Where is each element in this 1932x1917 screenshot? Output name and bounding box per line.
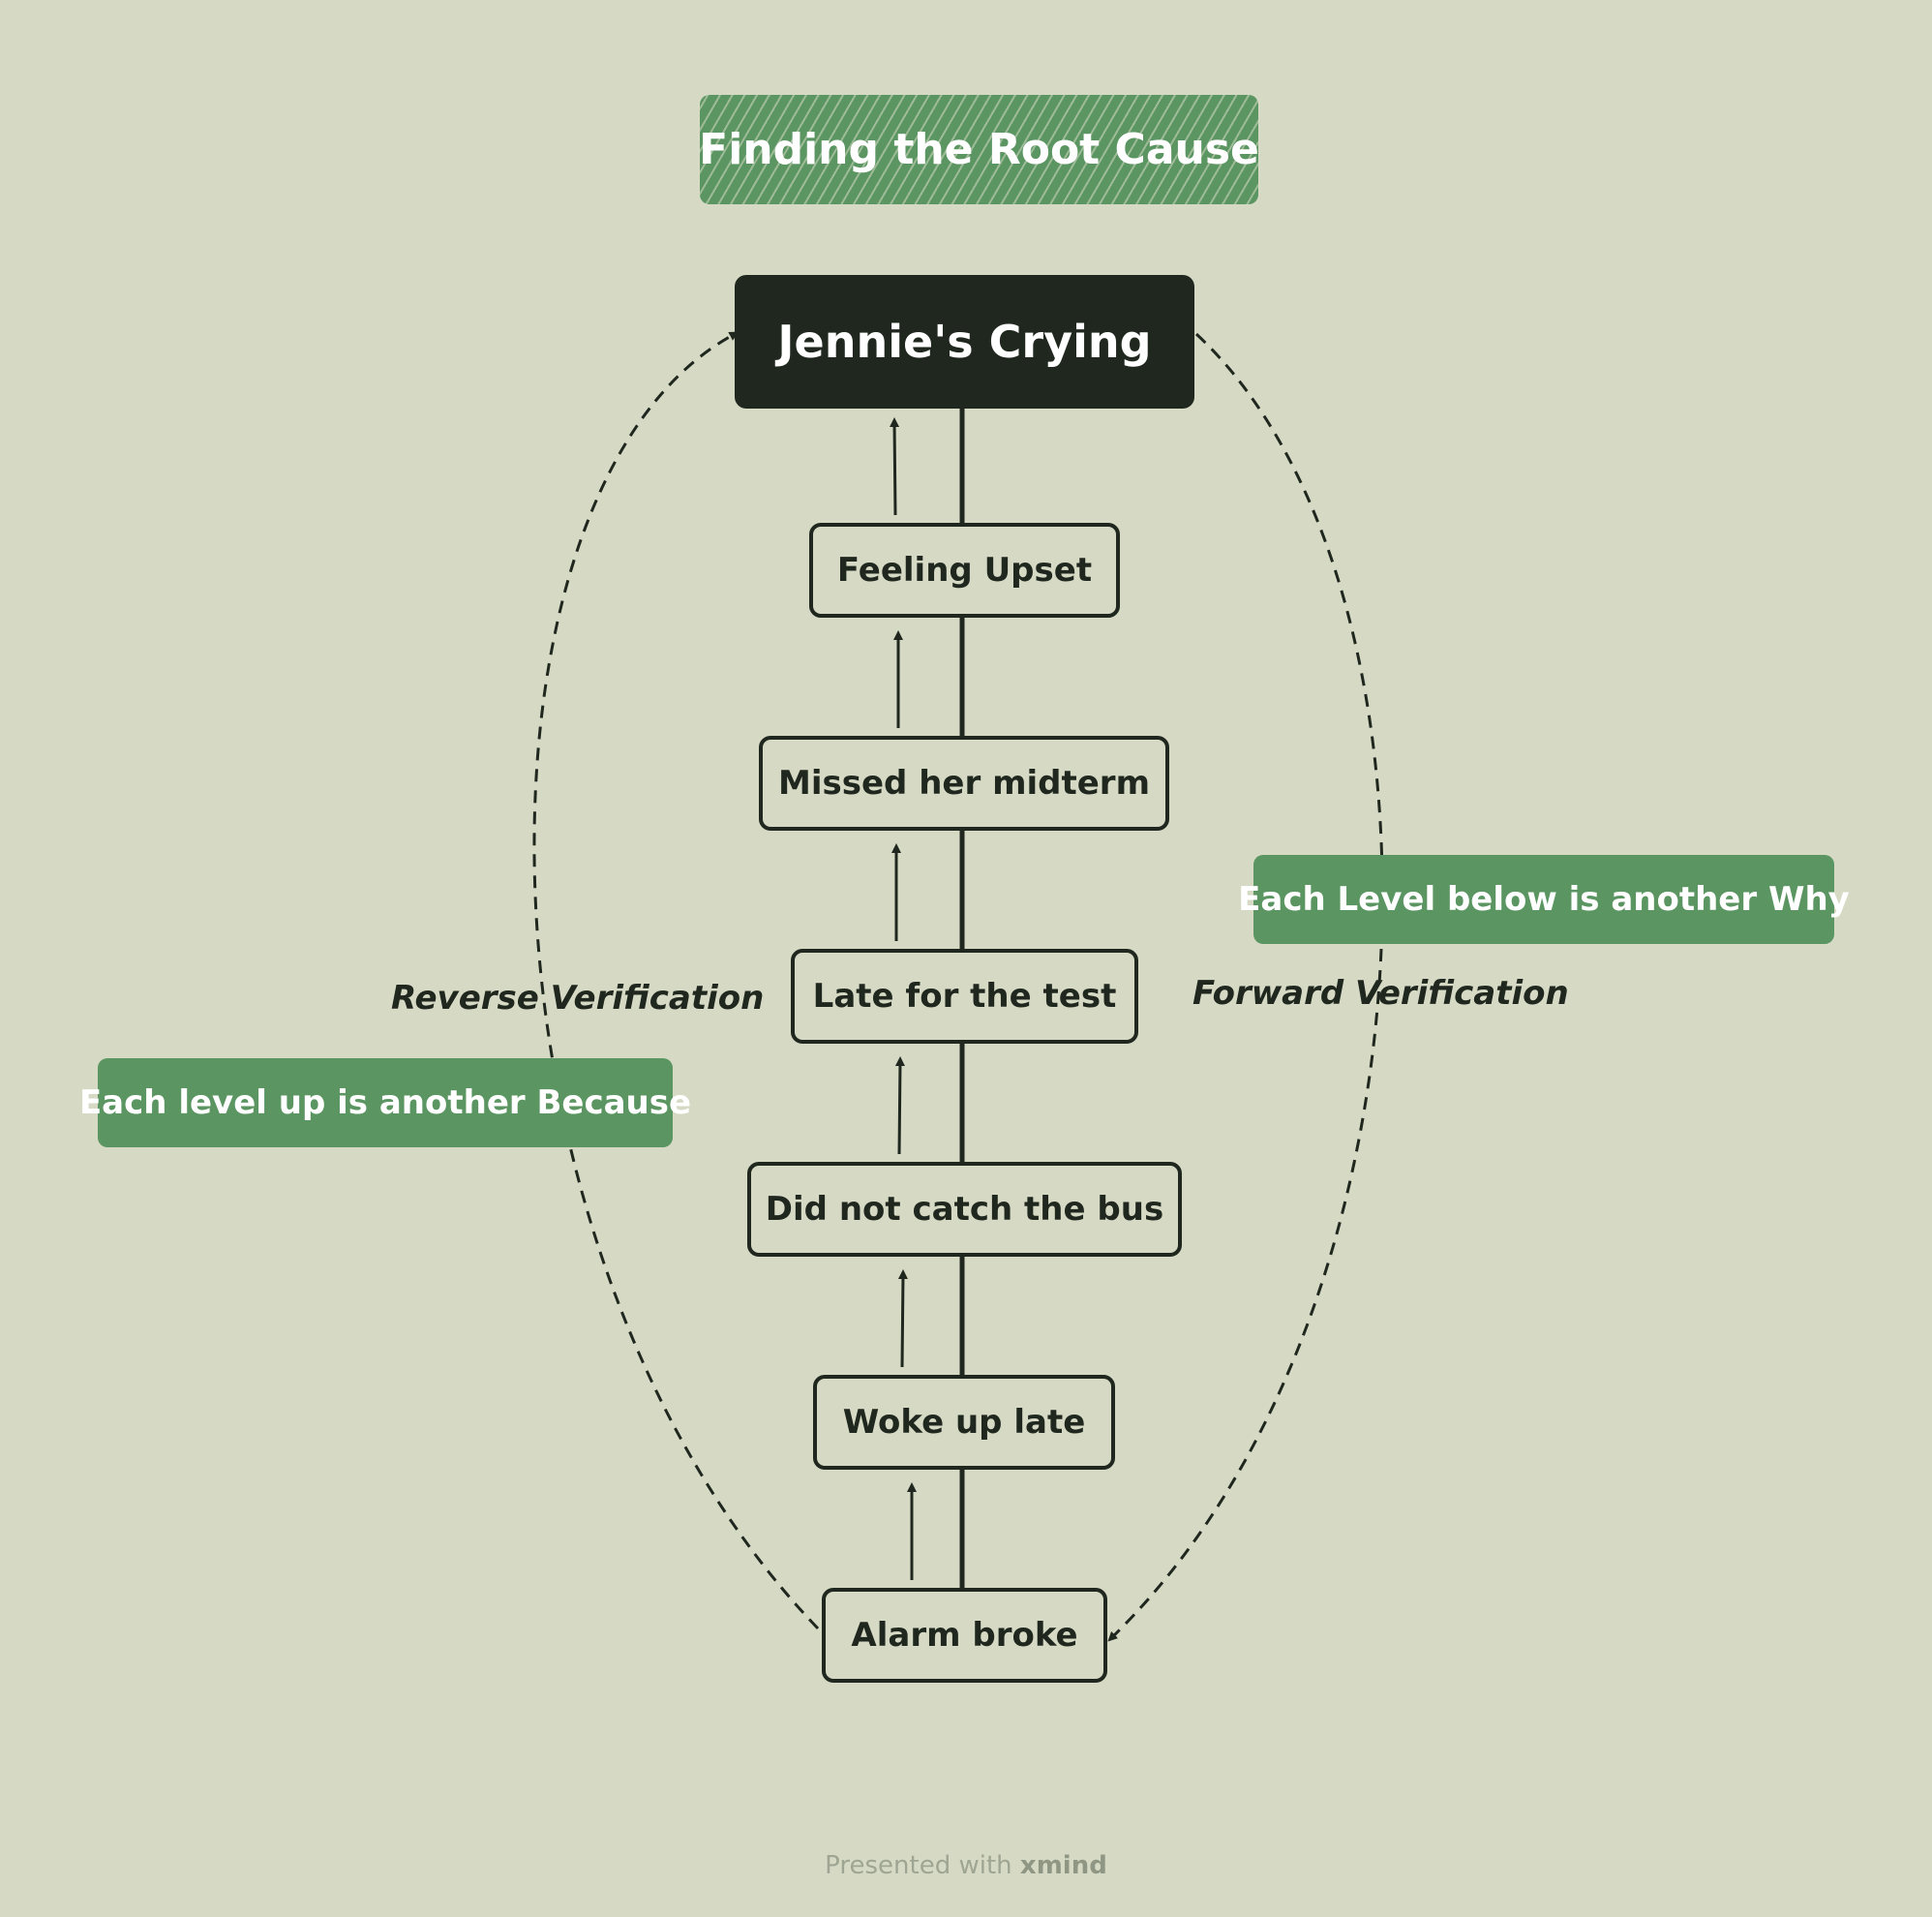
note-why[interactable]: Each Level below is another Why [1238,855,1850,944]
reverse-verification-label: Reverse Verification [391,979,765,1018]
forward-verification-curve [1107,332,1384,1642]
footer-credit: Presented with xmind [0,1851,1932,1880]
up-arrow-5 [897,1269,908,1368]
diagram-title: Finding the Root Cause [699,95,1259,204]
chain-node-woke-up-late[interactable]: Woke up late [813,1375,1115,1470]
xmind-brand: xmind [1019,1851,1107,1880]
chain-node-feeling-upset[interactable]: Feeling Upset [809,523,1120,618]
chain-node-alarm-broke[interactable]: Alarm broke [822,1588,1107,1683]
chain-node-missed-midterm[interactable]: Missed her midterm [759,736,1169,831]
root-node[interactable]: Jennie's Crying [735,275,1194,409]
up-arrow-4 [894,1056,905,1155]
forward-verification-label: Forward Verification [1192,974,1569,1013]
note-because[interactable]: Each level up is another Because [79,1058,691,1147]
reverse-verification-curve [532,331,820,1630]
chain-node-missed-bus[interactable]: Did not catch the bus [747,1162,1182,1257]
chain-node-late-for-test[interactable]: Late for the test [791,949,1138,1044]
footer-prefix: Presented with [825,1851,1020,1880]
up-arrow-1 [890,417,900,516]
